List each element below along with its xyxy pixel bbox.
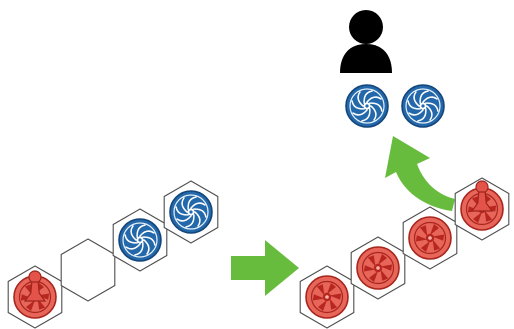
hex-cell [163, 180, 219, 244]
blue-token [345, 84, 389, 128]
blue-token [401, 84, 445, 128]
blue-token [118, 218, 162, 262]
curved-arrow-icon [385, 136, 455, 211]
player-silhouette-icon [340, 10, 392, 73]
red-token [408, 216, 452, 260]
hex-cell [350, 236, 406, 300]
blue-token [169, 190, 213, 234]
player-area [340, 10, 445, 128]
red-token [305, 275, 349, 319]
hex-cell [60, 238, 116, 302]
right-arrow-icon [231, 240, 299, 296]
left-board [7, 180, 219, 329]
hex-cell [112, 208, 168, 272]
hex-cell [454, 177, 510, 241]
red-token [356, 246, 400, 290]
hex-cell [7, 265, 63, 329]
hex-cell [299, 265, 355, 329]
hex-cell [402, 206, 458, 270]
right-board [299, 177, 510, 329]
